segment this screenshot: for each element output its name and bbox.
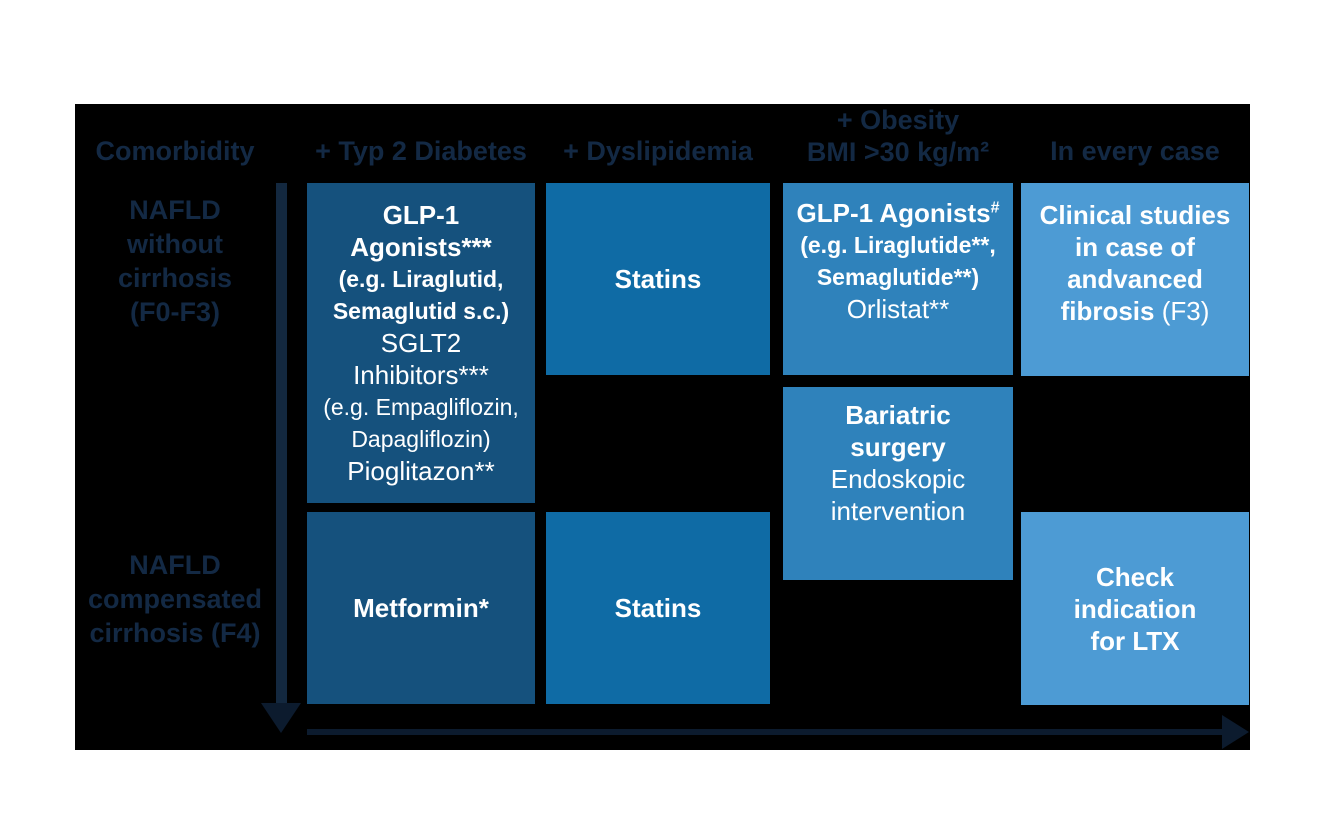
row-label-nafld-compensated-cirrhosis: NAFLD compensated cirrhosis (F4) bbox=[75, 548, 275, 650]
column-header-obesity-line1: + Obesity bbox=[836, 105, 960, 135]
column-header-comorbidity: Comorbidity bbox=[95, 136, 255, 166]
treatment-line: Check bbox=[1095, 561, 1175, 592]
row-label-line: cirrhosis bbox=[117, 263, 233, 293]
column-header-obesity: + Obesity BMI >30 kg/m² bbox=[783, 104, 1013, 168]
column-header-obesity-line2: BMI >30 kg/m² bbox=[806, 137, 990, 167]
row-label-line: NAFLD bbox=[129, 550, 221, 580]
treatment-box-obesity-no-cirrhosis: GLP-1 Agonists# (e.g. Liraglutide**, Sem… bbox=[783, 183, 1013, 375]
treatment-box-diabetes-cirrhosis: Metformin* bbox=[307, 512, 535, 704]
treatment-box-obesity-intervention: Bariatric surgery Endoskopic interventio… bbox=[783, 387, 1013, 580]
treatment-line: SGLT2 bbox=[380, 328, 462, 358]
footnote-marker: # bbox=[990, 199, 1000, 217]
treatment-text: fibrosis bbox=[1060, 295, 1155, 326]
horizontal-axis-arrow-head-icon bbox=[1222, 715, 1249, 749]
treatment-box-every-case-no-cirrhosis: Clinical studies in case of andvanced fi… bbox=[1021, 183, 1249, 376]
column-header-typ2-diabetes: + Typ 2 Diabetes bbox=[315, 136, 527, 166]
treatment-line: for LTX bbox=[1090, 625, 1180, 656]
column-header-dyslipidemia: + Dyslipidemia bbox=[563, 136, 753, 166]
row-label-nafld-without-cirrhosis: NAFLD without cirrhosis (F0-F3) bbox=[75, 193, 275, 329]
treatment-line: GLP-1 bbox=[382, 200, 460, 230]
treatment-line: Statins bbox=[614, 593, 702, 623]
treatment-line: Orlistat** bbox=[846, 294, 950, 324]
row-label-line: NAFLD bbox=[129, 195, 221, 225]
treatment-text: (F3) bbox=[1161, 295, 1210, 326]
vertical-axis-arrow-shaft bbox=[276, 183, 287, 704]
treatment-line: Clinical studies bbox=[1039, 199, 1231, 230]
treatment-line: Agonists*** bbox=[350, 232, 492, 262]
treatment-text: GLP-1 Agonists bbox=[796, 198, 991, 228]
horizontal-axis-arrow-shaft bbox=[307, 729, 1222, 735]
treatment-line: Endoskopic bbox=[830, 463, 966, 494]
treatment-line: Dapagliflozin) bbox=[351, 426, 491, 452]
treatment-line: Pioglitazon** bbox=[347, 456, 495, 486]
treatment-line: surgery bbox=[850, 431, 946, 462]
treatment-box-dyslipidemia-cirrhosis: Statins bbox=[546, 512, 770, 704]
treatment-line: GLP-1 Agonists# bbox=[797, 197, 1000, 229]
treatment-box-diabetes-no-cirrhosis: GLP-1 Agonists*** (e.g. Liraglutid, Sema… bbox=[307, 183, 535, 503]
row-label-line: (F0-F3) bbox=[130, 297, 220, 327]
column-header-in-every-case: In every case bbox=[1050, 136, 1220, 166]
treatment-line: in case of bbox=[1075, 231, 1195, 262]
vertical-axis-arrow-head-icon bbox=[261, 703, 301, 733]
treatment-line: Bariatric bbox=[845, 399, 951, 430]
treatment-box-every-case-cirrhosis: Check indication for LTX bbox=[1021, 512, 1249, 705]
treatment-line: (e.g. Empagliflozin, bbox=[323, 394, 519, 420]
row-label-line: without bbox=[127, 229, 223, 259]
treatment-line: (e.g. Liraglutide**, bbox=[800, 232, 996, 258]
treatment-line: Semaglutide**) bbox=[816, 264, 980, 290]
treatment-line: Statins bbox=[614, 264, 702, 294]
treatment-line: Semaglutid s.c.) bbox=[332, 298, 510, 324]
treatment-line: indication bbox=[1073, 593, 1197, 624]
treatment-line: fibrosis (F3) bbox=[1061, 295, 1210, 327]
row-label-line: cirrhosis (F4) bbox=[89, 618, 261, 648]
treatment-line: andvanced bbox=[1067, 263, 1203, 294]
treatment-line: Inhibitors*** bbox=[353, 360, 489, 390]
treatment-line: (e.g. Liraglutid, bbox=[338, 266, 504, 292]
treatment-box-dyslipidemia-no-cirrhosis: Statins bbox=[546, 183, 770, 375]
treatment-line: Metformin* bbox=[353, 593, 489, 623]
row-label-line: compensated bbox=[87, 584, 263, 614]
treatment-line: intervention bbox=[830, 495, 966, 526]
